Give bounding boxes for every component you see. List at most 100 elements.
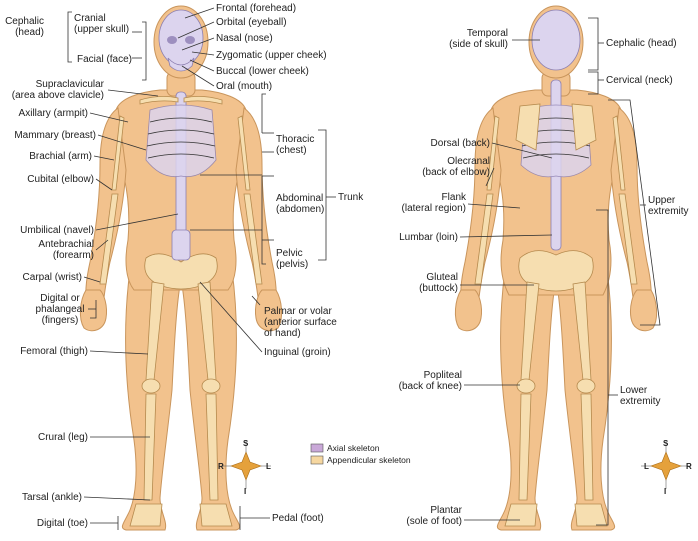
label-line: Nasal (nose) [216,33,273,44]
label-anterior-thoracic: Thoracic(chest) [276,134,314,156]
compass-back-bottom: I [664,487,666,496]
label-line: phalangeal [36,304,85,315]
label-line: (head) [15,27,44,38]
label-line: Orbital (eyeball) [216,17,287,28]
label-anterior-pelvic: Pelvic(pelvis) [276,248,308,270]
label-line: (anterior surface [264,317,337,328]
label-line: (back of knee) [399,381,462,392]
compass-star-icon [230,451,262,481]
label-line: Inguinal (groin) [264,347,331,358]
label-line: (side of skull) [449,39,508,50]
label-line: Pelvic [276,248,303,259]
label-posterior-temporal: Temporal(side of skull) [449,28,508,50]
label-line: (area above clavicle) [12,90,104,101]
compass-front-left: R [218,462,224,471]
label-line: Femoral (thigh) [20,346,88,357]
label-posterior-lumbar: Lumbar (loin) [399,232,458,243]
compass-front-bottom: I [244,487,246,496]
label-line: Gluteal [426,272,458,283]
label-anterior-frontal: Frontal (forehead) [216,3,296,14]
label-line: Lower [620,385,648,396]
label-anterior-carpal: Carpal (wrist) [23,272,82,283]
label-anterior-crural: Crural (leg) [38,432,88,443]
posterior-figure [454,5,658,531]
label-anterior-supraclavicular: Supraclavicular(area above clavicle) [12,79,105,101]
label-line: Cubital (elbow) [27,174,94,185]
label-anterior-axillary: Axillary (armpit) [19,108,88,119]
label-line: Palmar or volar [264,306,332,317]
label-line: Umbilical (navel) [20,225,94,236]
label-line: Oral (mouth) [216,81,272,92]
label-anterior-cubital: Cubital (elbow) [27,174,94,185]
label-line: (back of elbow) [422,167,490,178]
label-anterior-oral: Oral (mouth) [216,81,272,92]
label-line: Lumbar (loin) [399,232,458,243]
label-line: Cranial [74,13,106,24]
compass-front-top: S [243,439,249,448]
label-posterior-cephalic: Cephalic (head) [606,38,677,49]
label-anterior-inguinal: Inguinal (groin) [264,347,331,358]
label-line: (upper skull) [74,24,129,35]
label-anterior-cranial: Cranial(upper skull) [74,13,129,35]
label-posterior-dorsal: Dorsal (back) [431,138,490,149]
label-line: Thoracic [276,134,314,145]
label-anterior-brachial: Brachial (arm) [29,151,92,162]
label-line: Tarsal (ankle) [22,492,82,503]
label-line: Digital or [40,293,80,304]
label-posterior-cervical: Cervical (neck) [606,75,673,86]
label-line: Trunk [338,192,364,203]
label-anterior-pedal: Pedal (foot) [272,513,324,524]
region-labels: Cephalic(head) Cranial(upper skull) Facial… [5,3,688,529]
label-posterior-plantar: Plantar(sole of foot) [406,505,462,527]
compass-star-icon [650,451,682,481]
label-line: Plantar [430,505,462,516]
label-line: (lateral region) [402,203,466,214]
label-line: Crural (leg) [38,432,88,443]
label-anterior-abdominal: Abdominal(abdomen) [276,193,324,215]
label-anterior-facial: Facial (face) [77,54,132,65]
compass-front-right: L [266,462,271,471]
label-line: Facial (face) [77,54,132,65]
label-line: (pelvis) [276,259,308,270]
label-line: Zygomatic (upper cheek) [216,50,327,61]
label-line: Frontal (forehead) [216,3,296,14]
label-line: Digital (toe) [37,518,88,529]
label-line: of hand) [264,328,301,339]
label-line: (buttock) [419,283,458,294]
label-line: Flank [442,192,467,203]
anterior-leader-lines [67,7,336,530]
label-anterior-trunk: Trunk [338,192,364,203]
label-posterior-popliteal: Popliteal(back of knee) [399,370,462,392]
legend-label-axial: Axial skeleton [327,443,380,453]
legend-label-appendicular: Appendicular skeleton [327,455,411,465]
legend-swatch-axial [310,443,324,453]
legend: Axial skeleton Appendicular skeleton [310,443,411,465]
label-line: (forearm) [53,250,94,261]
legend-swatch-appendicular [310,455,324,465]
label-line: extremity [620,396,661,407]
anterior-figure [79,5,283,531]
label-posterior-olecranal: Olecranal(back of elbow) [422,156,490,178]
label-posterior-gluteal: Gluteal(buttock) [419,272,458,294]
label-line: Antebrachial [38,239,94,250]
label-line: Cervical (neck) [606,75,673,86]
posterior-leader-lines [459,17,661,526]
compass-back-right: R [686,462,692,471]
label-anterior-tarsal: Tarsal (ankle) [22,492,82,503]
label-line: Carpal (wrist) [23,272,82,283]
compass-back-left: L [644,462,649,471]
label-line: Brachial (arm) [29,151,92,162]
label-line: Supraclavicular [36,79,105,90]
label-line: Cephalic [5,16,44,27]
compass-front: S I R L [218,439,271,496]
label-anterior-zygomatic: Zygomatic (upper cheek) [216,50,327,61]
label-line: Cephalic (head) [606,38,677,49]
label-anterior-umbilical: Umbilical (navel) [20,225,94,236]
label-line: Olecranal [447,156,490,167]
